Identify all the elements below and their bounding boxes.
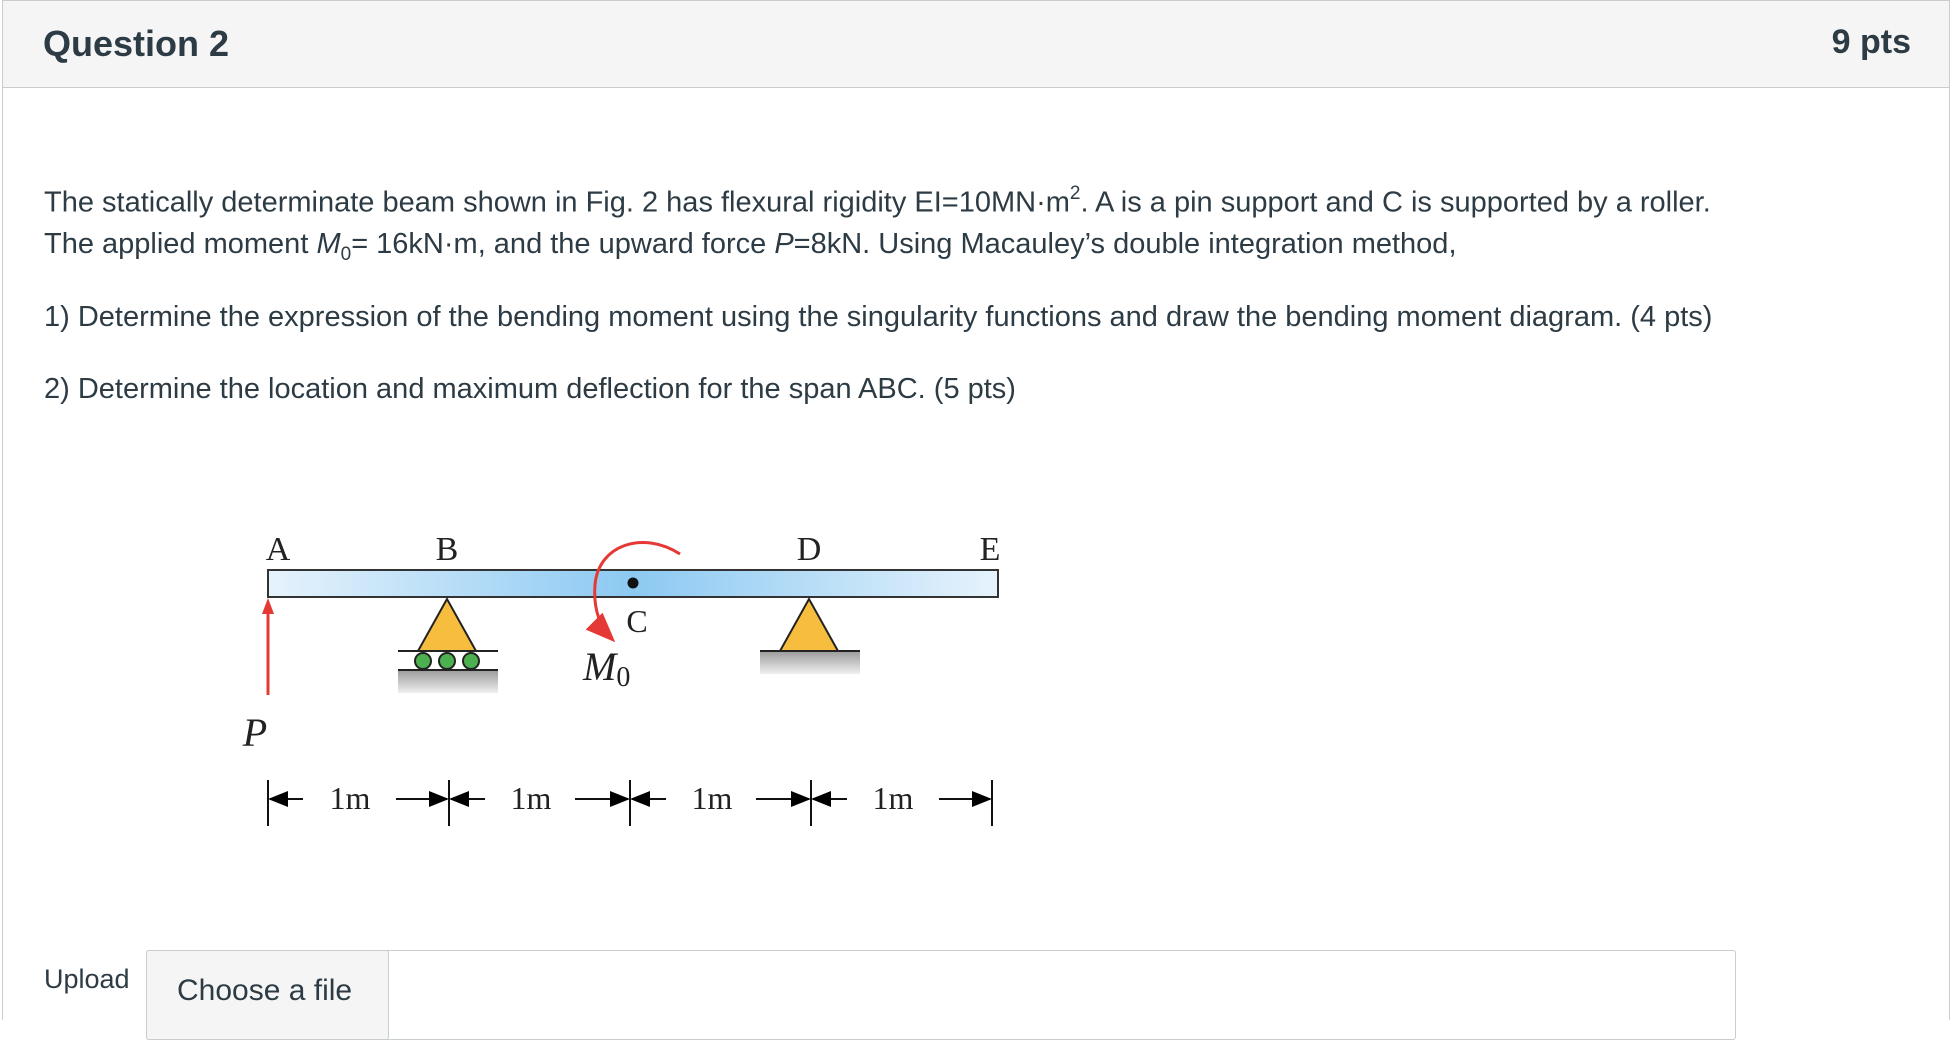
superscript: 2: [1069, 183, 1081, 204]
text-segment: . A is a pin support and C is supported …: [1080, 186, 1711, 219]
span-label-4: 1m: [873, 780, 914, 816]
force-symbol: P: [774, 228, 794, 260]
force-label-P: P: [242, 710, 267, 755]
question-header: Question 2 9 pts: [3, 0, 1949, 88]
moment-symbol: M: [316, 228, 341, 260]
question-text-line-2: The applied moment M0= 16kN·m, and the u…: [44, 220, 1457, 279]
span-label-3: 1m: [692, 780, 733, 816]
force-arrowhead-P: [262, 598, 274, 614]
ground-D: [760, 652, 860, 674]
subscript: 0: [340, 243, 352, 265]
roller-support-B: [416, 596, 478, 652]
point-C-dot: [627, 577, 639, 589]
label-A: A: [266, 531, 291, 568]
roller-wheel-3: [462, 652, 480, 670]
label-B: B: [436, 531, 459, 568]
moment-arrow: [585, 540, 681, 643]
question-points: 9 pts: [1831, 23, 1911, 61]
text-segment: = 16kN·m, and the upward force: [351, 228, 775, 260]
beam-figure: A B D E C M0 P: [242, 531, 1001, 826]
text-segment: The applied moment: [44, 228, 317, 260]
text-segment: =8kN. Using Macauley’s double integratio…: [793, 228, 1457, 260]
dimension-line: [267, 780, 993, 826]
question-title: Question 2: [43, 23, 230, 64]
text-segment: The statically determinate beam shown in…: [44, 186, 1070, 219]
moment-symbol-fig: M: [582, 644, 619, 689]
moment-subscript-fig: 0: [616, 662, 630, 693]
span-label-1: 1m: [330, 780, 371, 816]
upload-label: Upload: [44, 964, 130, 994]
ground-B: [398, 671, 498, 693]
span-label-2: 1m: [511, 780, 552, 816]
question-text-line-1: The statically determinate beam shown in…: [44, 172, 1711, 227]
roller-wheel-2: [438, 652, 456, 670]
question-item-2: 2) Determine the location and maximum de…: [44, 373, 1016, 405]
label-E: E: [980, 531, 1001, 568]
label-C: C: [626, 603, 647, 639]
moment-label: M0: [582, 644, 630, 693]
question-item-1: 1) Determine the expression of the bendi…: [44, 301, 1713, 333]
roller-wheel-1: [414, 652, 432, 670]
choose-file-button[interactable]: Choose a file: [146, 950, 389, 1040]
label-D: D: [797, 531, 822, 568]
pin-support-D: [778, 596, 840, 652]
